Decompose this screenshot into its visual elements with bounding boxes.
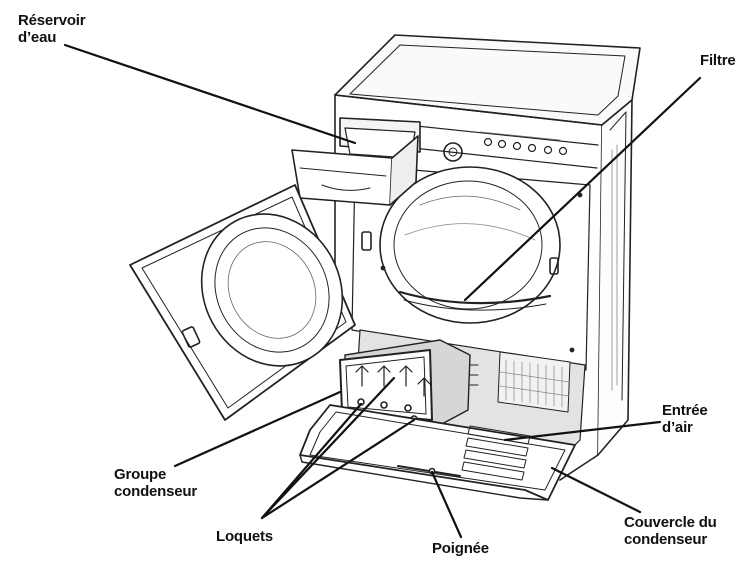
leader-entree — [503, 420, 662, 442]
label-couvercle-line1: Couvercle du — [624, 514, 717, 531]
label-couvercle-condenseur: Couvercle du condenseur — [624, 514, 717, 548]
label-loquets: Loquets — [216, 528, 273, 545]
label-entree-line1: Entrée — [662, 402, 708, 419]
leader-loquet-3 — [260, 418, 416, 520]
label-groupe-line1: Groupe — [114, 466, 167, 483]
label-poignee: Poignée — [432, 540, 489, 557]
label-reservoir-line2: d’eau — [18, 29, 57, 46]
leader-filtre — [463, 76, 702, 302]
label-filtre: Filtre — [700, 52, 736, 69]
label-groupe-condenseur: Groupe condenseur — [114, 466, 197, 500]
leader-reservoir — [63, 43, 357, 145]
label-entree-air: Entrée d’air — [662, 402, 708, 436]
label-reservoir: Réservoir d’eau — [18, 12, 86, 46]
label-filtre-line1: Filtre — [700, 52, 736, 69]
label-couvercle-line2: condenseur — [624, 531, 708, 548]
leader-loquet-2 — [260, 376, 396, 520]
leader-lines — [63, 43, 702, 539]
leader-groupe — [173, 390, 342, 468]
open-door — [129, 184, 356, 421]
label-poignee-line1: Poignée — [432, 540, 489, 557]
water-reservoir-drawer — [291, 117, 421, 206]
label-entree-line2: d’air — [662, 419, 693, 436]
label-groupe-line2: condenseur — [114, 483, 198, 500]
label-reservoir-line1: Réservoir — [18, 12, 86, 29]
leader-couvercle — [550, 466, 642, 514]
label-loquets-line1: Loquets — [216, 528, 273, 545]
leader-poignee — [430, 470, 463, 539]
